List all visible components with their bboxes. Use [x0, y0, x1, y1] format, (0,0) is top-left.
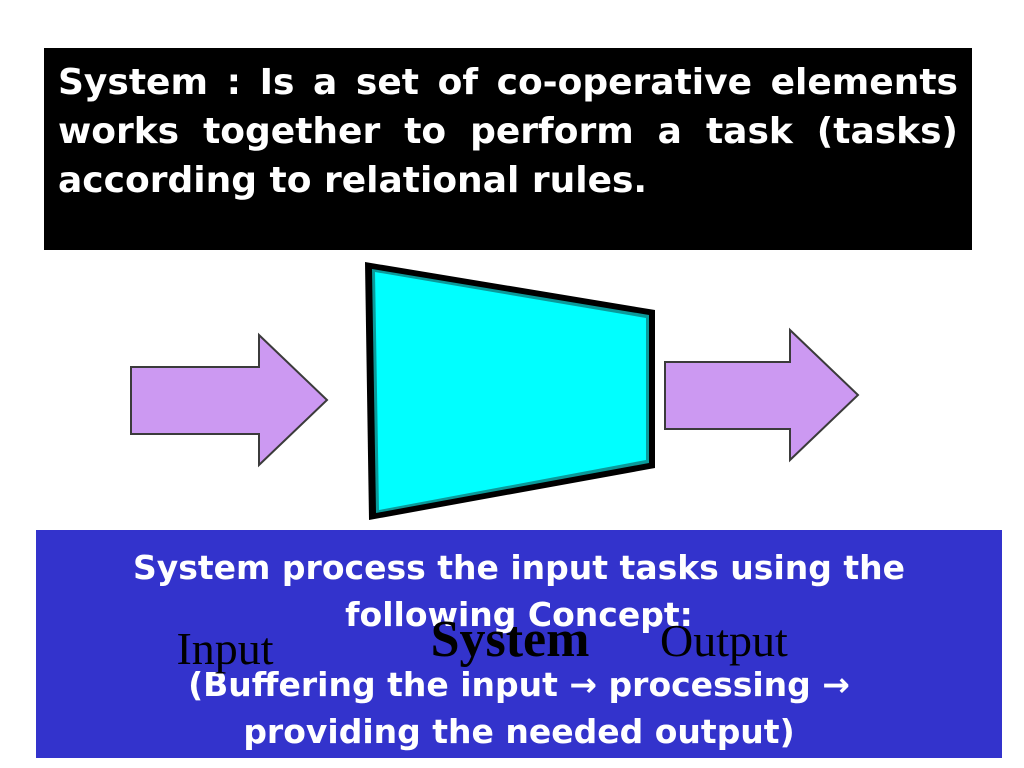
system-flow-diagram: Input System Output: [0, 250, 1024, 674]
system-trapezoid-body: [375, 272, 646, 510]
concept-line-2: following Concept:: [345, 595, 693, 634]
system-definition-text: System : Is a set of co-operative elemen…: [58, 62, 958, 201]
concept-paragraph-1: System process the input tasks using the…: [62, 544, 976, 638]
definition-banner: System : Is a set of co-operative elemen…: [44, 48, 972, 250]
output-arrow-shape: [664, 327, 860, 463]
input-arrow-label: Input: [176, 623, 274, 674]
concept-line-4: providing the needed output): [243, 712, 795, 751]
concept-line-1: System process the input tasks using the: [132, 548, 906, 587]
input-arrow-shape: [130, 332, 329, 468]
concept-paragraph-2: (Buffering the input → processing → prov…: [62, 661, 976, 755]
concept-line-3: (Buffering the input → processing →: [188, 665, 850, 704]
output-arrow-label: Output: [660, 615, 788, 666]
flow-diagram-svg: [130, 262, 860, 520]
concept-banner: System process the input tasks using the…: [36, 530, 1002, 758]
system-shape-label: System: [430, 611, 590, 668]
